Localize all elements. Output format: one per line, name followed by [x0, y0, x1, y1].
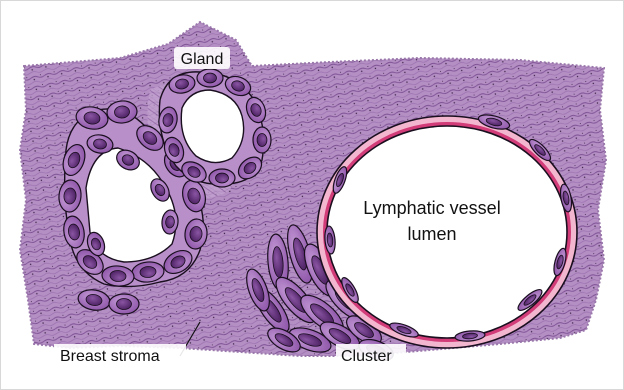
- lumen-label-line1: Lymphatic vessel: [363, 198, 500, 218]
- cluster-label: Cluster: [341, 348, 392, 365]
- gland-cell: [197, 69, 223, 87]
- gland-cell: [253, 127, 271, 153]
- gland-label: Gland: [181, 51, 224, 68]
- gland-cell: [109, 294, 139, 314]
- gland-cell: [209, 169, 235, 187]
- lumen-label-line2: lumen: [407, 224, 456, 244]
- breast-stroma-label: Breast stroma: [60, 348, 160, 365]
